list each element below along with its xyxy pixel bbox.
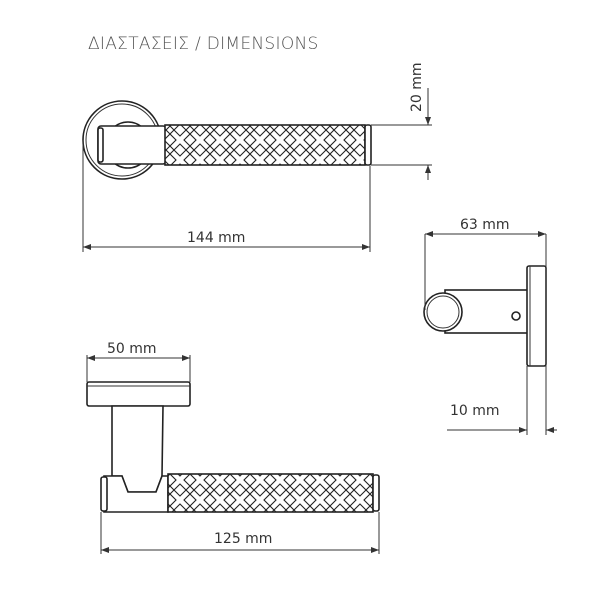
front-view: 50 mm 125 mm xyxy=(86,341,380,554)
lever-shank xyxy=(97,125,167,165)
side-lever-section xyxy=(423,292,463,332)
side-view: 63 mm 10 mm xyxy=(423,217,557,435)
end-cap xyxy=(364,124,372,166)
top-view: 20 mm 144 mm xyxy=(82,62,432,252)
length-dimension-label: 144 mm xyxy=(187,230,245,246)
front-lever-base xyxy=(103,475,169,513)
depth-dimension-label: 63 mm xyxy=(460,217,510,233)
height-dimension-label: 20 mm xyxy=(409,62,425,112)
lever-length-label: 125 mm xyxy=(214,531,272,547)
front-end-cap xyxy=(372,474,380,512)
rose-diameter-label: 50 mm xyxy=(107,341,157,357)
rose-thickness-label: 10 mm xyxy=(450,403,500,419)
knurled-grip xyxy=(164,124,366,166)
diagram-title: ΔΙΑΣΤΑΣΕΙΣ / DIMENSIONS xyxy=(88,34,319,54)
front-knurled-grip xyxy=(167,473,374,513)
grub-screw-hole xyxy=(511,311,521,321)
